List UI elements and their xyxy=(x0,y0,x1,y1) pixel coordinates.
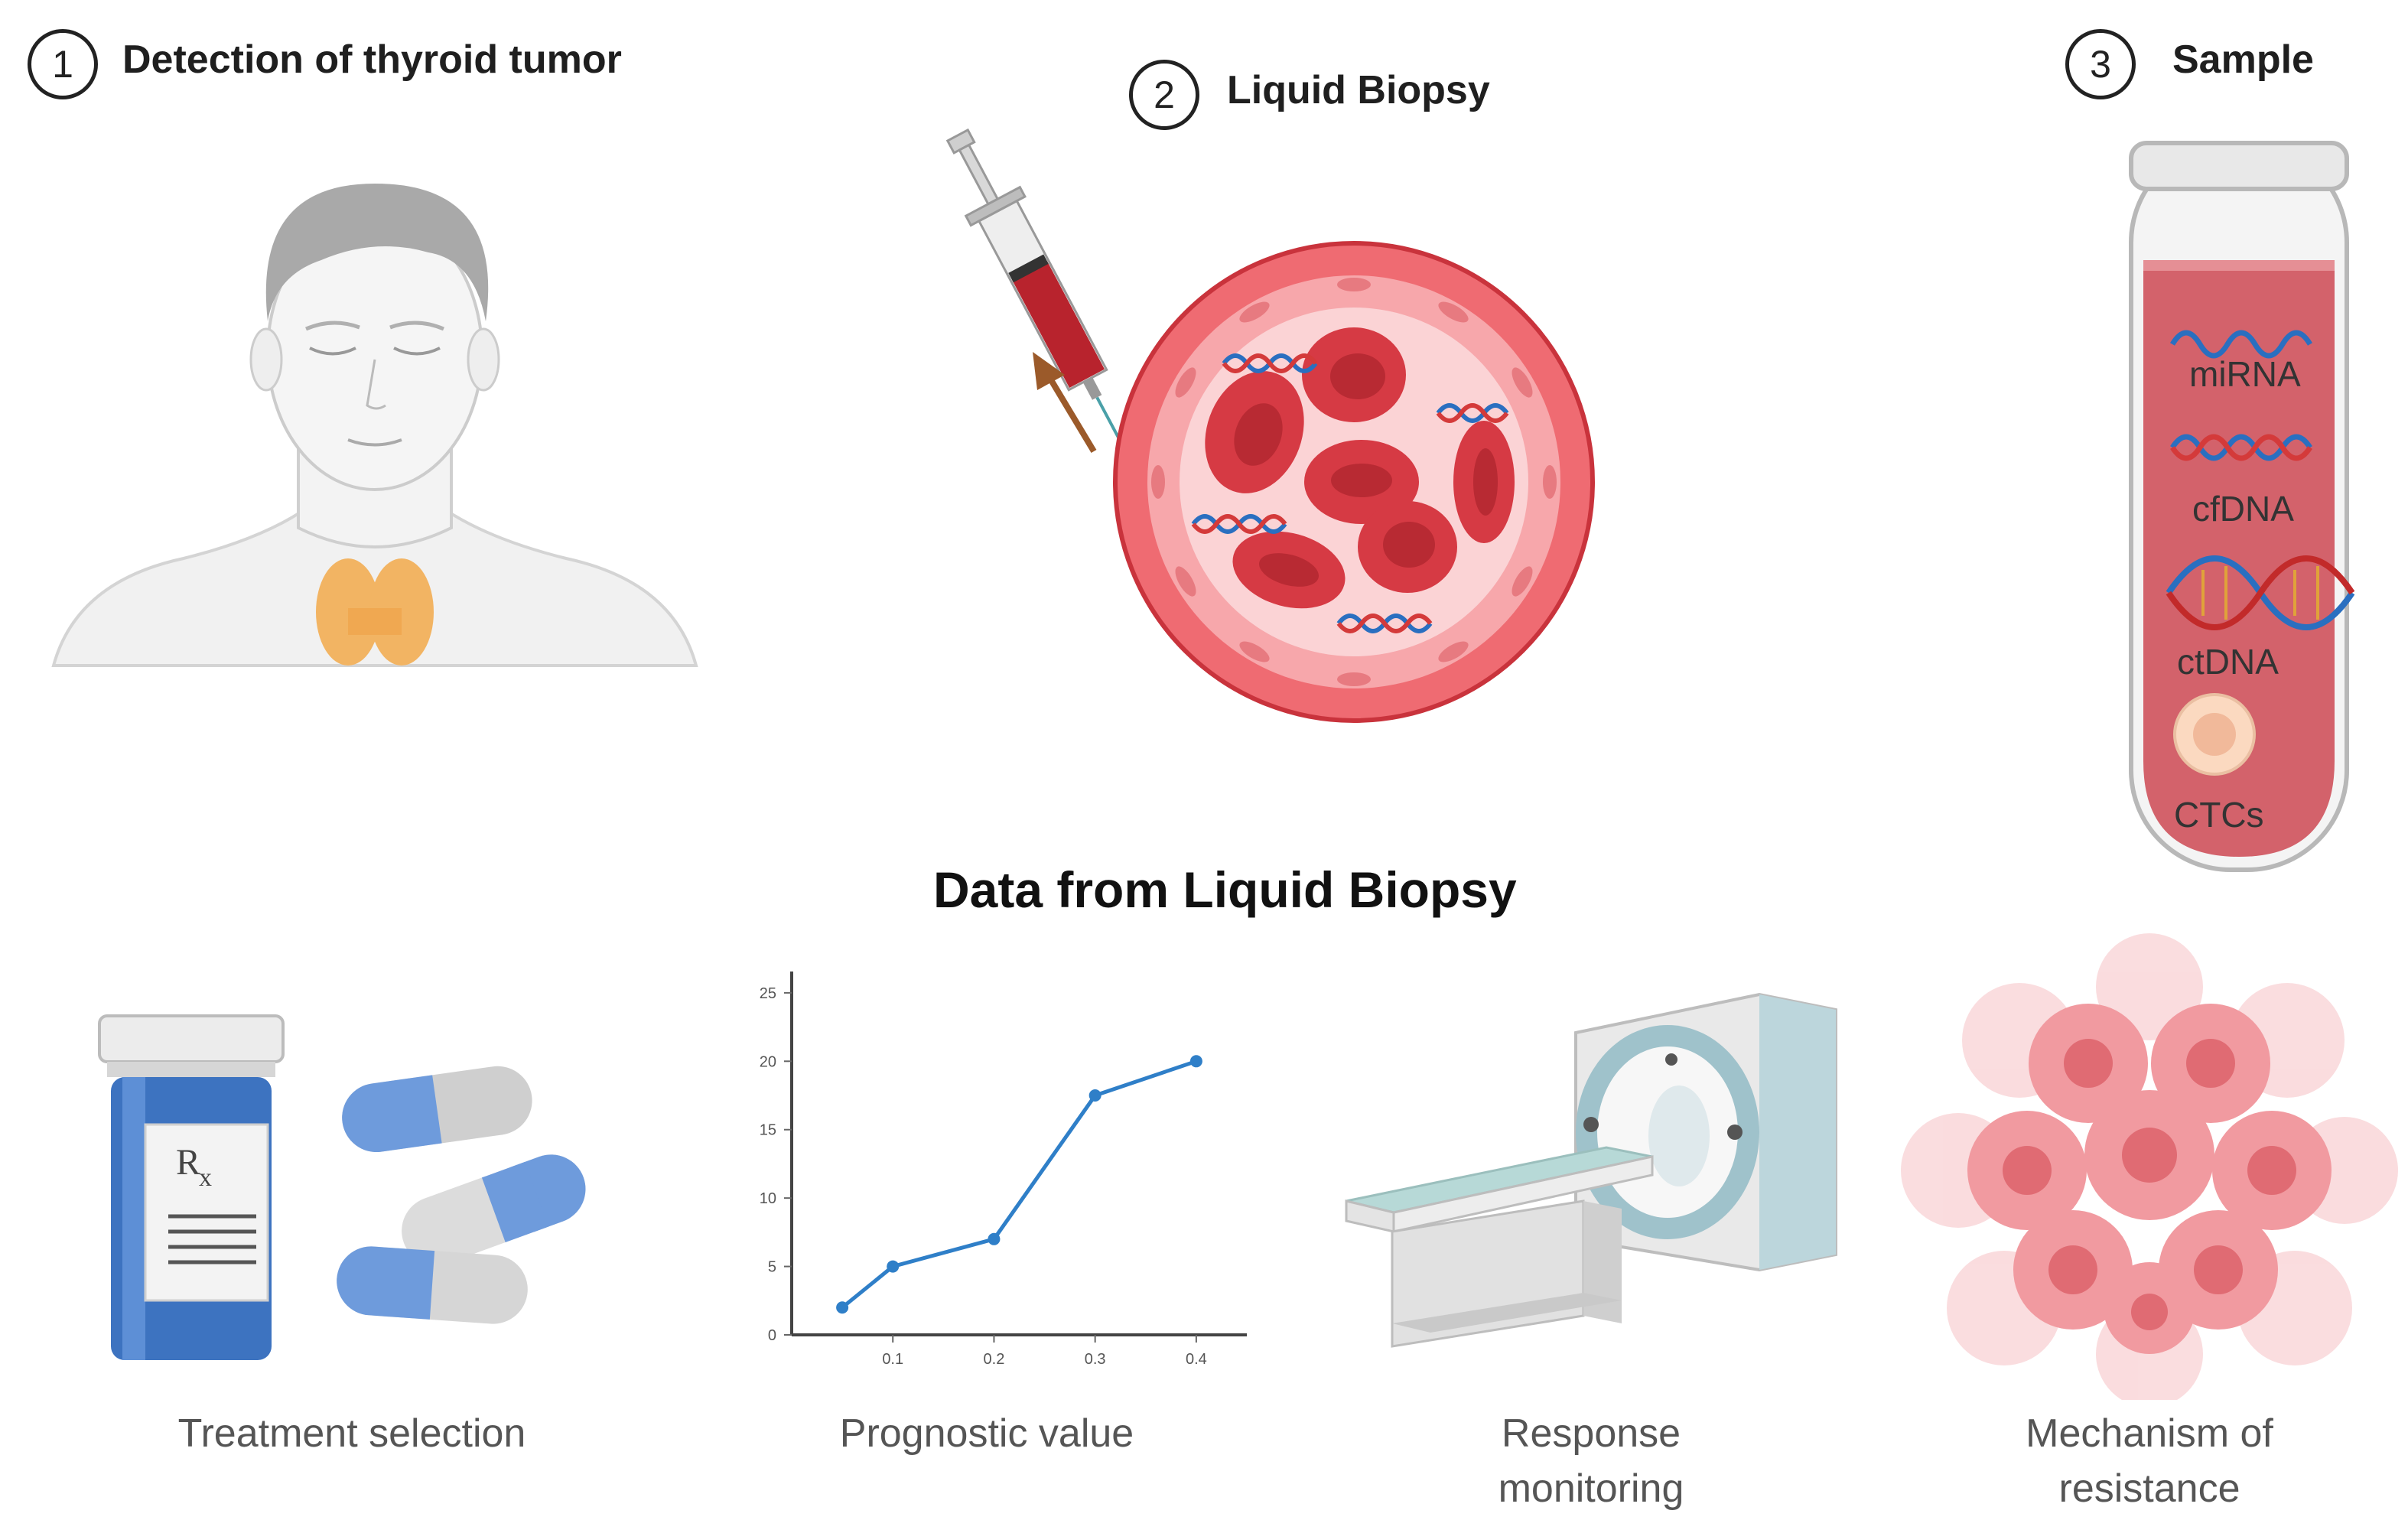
chart-axes xyxy=(790,972,1247,1336)
syringe-illustration xyxy=(945,128,1124,454)
data-point xyxy=(836,1301,849,1314)
person-thyroid-illustration xyxy=(51,184,698,667)
step-1-label: Detection of thyroid tumor xyxy=(122,37,622,82)
rx-symbol-r: R xyxy=(176,1142,200,1183)
blood-vessel-cross-section xyxy=(1113,241,1595,723)
y-tick-label: 15 xyxy=(760,1122,776,1139)
step-1-number: 1 xyxy=(28,29,98,99)
data-point xyxy=(988,1232,1001,1245)
ct-scanner-illustration xyxy=(1345,992,1837,1348)
data-point xyxy=(1189,1055,1202,1068)
y-tick-label: 25 xyxy=(760,985,776,1002)
sample-tube-illustration xyxy=(2129,141,2355,872)
caption-response-line2: monitoring xyxy=(1498,1466,1684,1511)
step-3-number: 3 xyxy=(2065,29,2136,99)
caption-prognostic-value: Prognostic value xyxy=(839,1411,1134,1456)
tumor-cell-cluster-illustration xyxy=(1901,933,2398,1400)
caption-mechanism-line1: Mechanism of xyxy=(2026,1411,2273,1456)
y-tick-label: 20 xyxy=(760,1053,776,1070)
data-point xyxy=(1088,1089,1101,1102)
step-2-label: Liquid Biopsy xyxy=(1227,68,1490,112)
red-blood-cells xyxy=(1205,327,1515,609)
x-tick-label: 0.3 xyxy=(1085,1351,1106,1368)
thyroid-gland xyxy=(316,558,434,666)
pill-bottle-illustration: R x xyxy=(98,1014,586,1360)
caption-response-line1: Response xyxy=(1501,1411,1681,1456)
x-tick-label: 0.4 xyxy=(1186,1351,1207,1368)
y-tick-label: 5 xyxy=(768,1259,776,1276)
caption-mechanism-of-resistance: Mechanism of resistance xyxy=(1889,1406,2408,1516)
chart-series xyxy=(836,1055,1202,1314)
step-2-number: 2 xyxy=(1129,60,1199,130)
label-cfdna: cfDNA xyxy=(2192,489,2294,529)
x-tick-label: 0.1 xyxy=(882,1351,903,1368)
capsules xyxy=(337,1066,586,1324)
y-tick-label: 0 xyxy=(768,1327,776,1344)
y-tick-label: 10 xyxy=(760,1190,776,1207)
label-ctdna: ctDNA xyxy=(2177,642,2279,682)
chart-ticks: 0 5 10 15 20 25 0.1 0.2 0.3 0.4 xyxy=(760,985,1207,1368)
caption-treatment-selection: Treatment selection xyxy=(177,1411,526,1456)
data-point xyxy=(887,1260,900,1273)
caption-mechanism-line2: resistance xyxy=(2058,1466,2240,1511)
prognostic-line-chart: 0 5 10 15 20 25 0.1 0.2 0.3 0.4 xyxy=(760,972,1247,1368)
dna-fragments xyxy=(1191,353,1509,633)
label-ctcs: CTCs xyxy=(2174,795,2264,835)
label-mirna: miRNA xyxy=(2189,354,2301,394)
caption-response-monitoring: Response monitoring xyxy=(1331,1406,1851,1516)
section-title: Data from Liquid Biopsy xyxy=(933,861,1517,918)
step-3-label: Sample xyxy=(2172,37,2314,82)
x-tick-label: 0.2 xyxy=(984,1351,1005,1368)
rx-symbol-x: x xyxy=(199,1164,212,1192)
